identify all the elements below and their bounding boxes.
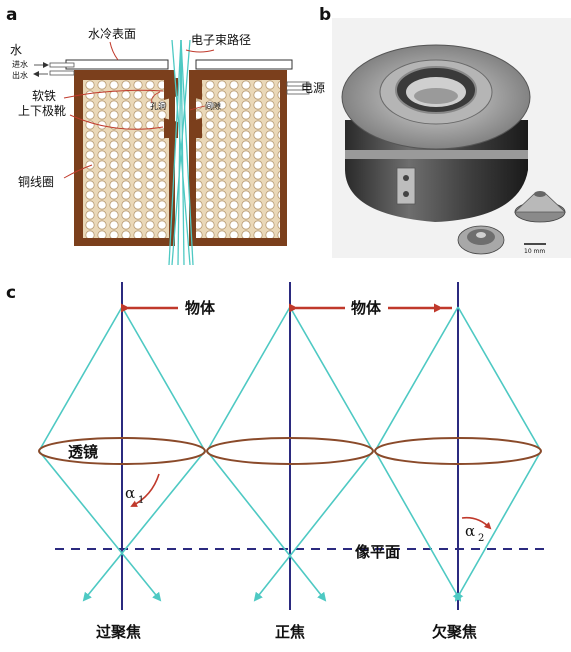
lens-in bbox=[206, 437, 374, 465]
electron-beam-label: 电子束路径 bbox=[191, 32, 251, 47]
pole-piece-pointer-lower bbox=[69, 114, 164, 130]
lens-over bbox=[38, 437, 206, 465]
alpha2-subscript: 2 bbox=[478, 533, 484, 544]
water-out-label: 出水 bbox=[12, 70, 28, 80]
lens-under bbox=[374, 437, 542, 465]
angle-alpha2-arrow bbox=[461, 516, 492, 530]
pole-piece-cone bbox=[513, 191, 567, 223]
gap-pointer bbox=[189, 105, 206, 111]
case-label-over-focus: 过聚焦 bbox=[96, 623, 141, 641]
water-label: 水 bbox=[10, 43, 22, 57]
diagram-in-focus bbox=[206, 282, 374, 610]
alpha1-subscript: 1 bbox=[138, 495, 144, 506]
cooling-plate-left bbox=[65, 59, 169, 70]
pole-piece-pointer-upper bbox=[63, 89, 164, 99]
gap-label: 间隙 bbox=[205, 101, 221, 111]
electron-beam bbox=[168, 39, 194, 266]
bore-pointer bbox=[151, 91, 161, 104]
bore-label: 孔洞 bbox=[150, 101, 166, 111]
copper-coil-pointer bbox=[63, 164, 93, 179]
ray-over-left bbox=[38, 306, 162, 602]
diagram-under-focus bbox=[374, 282, 542, 610]
pole-piece-label-line1: 软铁 bbox=[32, 89, 56, 103]
scale-bar-label: 10 mm bbox=[524, 248, 545, 255]
angle-alpha1-arrow bbox=[130, 473, 160, 507]
panel-a-letter: a bbox=[6, 5, 17, 25]
water-cooled-surface-label: 水冷表面 bbox=[88, 27, 136, 41]
coil-housing-left bbox=[74, 70, 178, 246]
water-in-label: 进水 bbox=[12, 59, 28, 69]
power-terminal-bottom bbox=[286, 89, 310, 95]
diagram-over-focus bbox=[38, 282, 206, 610]
ray-over-right bbox=[82, 306, 206, 602]
cooling-plate-right bbox=[195, 59, 293, 70]
copper-coil-label: 铜线圈 bbox=[18, 174, 54, 189]
panel-c: c 物体 bbox=[6, 282, 545, 641]
object-label-left: 物体 bbox=[185, 299, 216, 317]
case-label-under-focus: 欠聚焦 bbox=[432, 623, 477, 641]
lens-photo bbox=[341, 44, 531, 222]
case-label-in-focus: 正焦 bbox=[275, 623, 305, 641]
power-terminal-top bbox=[286, 81, 310, 87]
lens-label: 透镜 bbox=[68, 443, 98, 461]
alpha1-symbol: α bbox=[125, 484, 135, 502]
image-plane-label: 像平面 bbox=[355, 543, 400, 561]
panel-a: a bbox=[6, 5, 325, 266]
panel-b: b 10 mm bbox=[319, 5, 571, 258]
water-in-pipe bbox=[49, 62, 75, 68]
water-cooled-surface-pointer bbox=[109, 41, 119, 61]
water-out-pipe bbox=[49, 70, 75, 76]
alpha2-symbol: α bbox=[465, 522, 475, 540]
object-label-right: 物体 bbox=[351, 299, 382, 317]
pole-piece-label-line2: 上下极靴 bbox=[18, 104, 66, 118]
coil-housing-right bbox=[189, 70, 287, 246]
panel-c-letter: c bbox=[6, 283, 16, 303]
ray-in-left bbox=[206, 306, 327, 602]
electron-beam-pointer bbox=[185, 49, 215, 53]
pole-piece-disc bbox=[457, 225, 505, 255]
panel-b-letter: b bbox=[319, 5, 331, 25]
ray-under-right bbox=[455, 306, 542, 602]
power-label: 电源 bbox=[301, 81, 325, 95]
